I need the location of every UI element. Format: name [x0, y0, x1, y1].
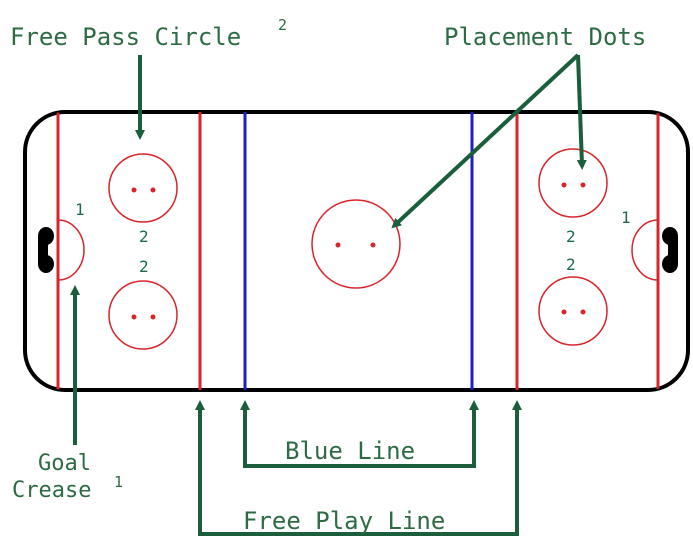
right-goal-icon — [662, 227, 678, 273]
goal-crease-superscript: 1 — [114, 473, 123, 491]
goal-label: Goal — [38, 451, 91, 476]
rink-outline — [23, 110, 690, 392]
blue-line-bracket — [243, 420, 476, 468]
crease-label: Crease — [12, 478, 91, 503]
right-goal-crease — [631, 219, 659, 281]
blue-line-label: Blue Line — [285, 437, 415, 465]
free-pass-circle-superscript: 2 — [278, 16, 287, 34]
placement-dots-label: Placement Dots — [444, 23, 646, 51]
free-play-line-label: Free Play Line — [243, 507, 445, 535]
placement-dots-arrow-center — [391, 53, 580, 229]
left-goal-crease — [57, 219, 85, 281]
free-play-line-bracket — [198, 420, 519, 536]
right-bottom-circle-number: 2 — [566, 255, 576, 274]
center-circle — [311, 199, 401, 289]
right-top-circle-number: 2 — [566, 227, 576, 246]
left-top-circle-number: 2 — [139, 227, 149, 246]
right-top-circle — [538, 148, 608, 218]
right-bottom-circle — [538, 276, 608, 346]
left-bottom-circle — [108, 280, 178, 350]
left-top-circle — [108, 153, 178, 223]
right-crease-number: 1 — [621, 208, 631, 227]
placement-dots-arrow-right — [576, 54, 587, 170]
left-bottom-circle-number: 2 — [139, 257, 149, 276]
free-pass-circle-label: Free Pass Circle — [10, 23, 241, 51]
left-crease-number: 1 — [75, 200, 85, 219]
left-goal-icon — [38, 227, 54, 273]
